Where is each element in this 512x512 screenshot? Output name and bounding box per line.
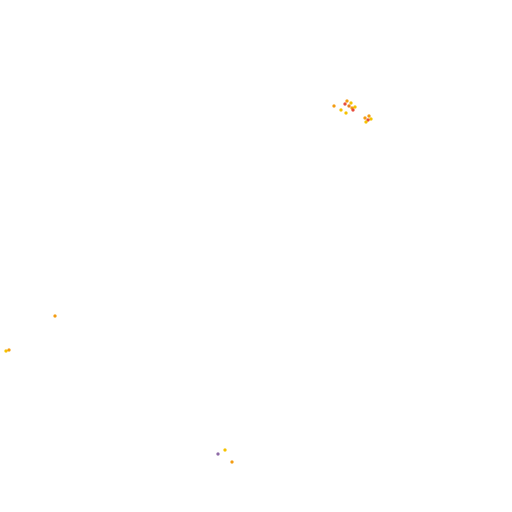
map-marker[interactable] [345,99,349,103]
map-marker[interactable] [347,104,351,108]
map-marker[interactable] [363,116,367,120]
map-marker[interactable] [351,108,355,112]
map-marker[interactable] [53,314,57,318]
map-marker[interactable] [216,452,220,456]
map-marker[interactable] [339,108,343,112]
map-marker[interactable] [369,117,373,121]
map-marker[interactable] [332,104,336,108]
map-marker[interactable] [223,448,227,452]
map-marker[interactable] [353,105,357,109]
marker-group [4,99,373,464]
map-marker[interactable] [349,101,353,105]
map-marker[interactable] [7,348,11,352]
map-marker[interactable] [366,118,370,122]
map-marker[interactable] [343,102,347,106]
map-marker[interactable] [4,349,8,353]
map-marker[interactable] [367,114,371,118]
map-marker[interactable] [364,120,368,124]
map-marker[interactable] [230,460,234,464]
map-marker[interactable] [344,111,348,115]
